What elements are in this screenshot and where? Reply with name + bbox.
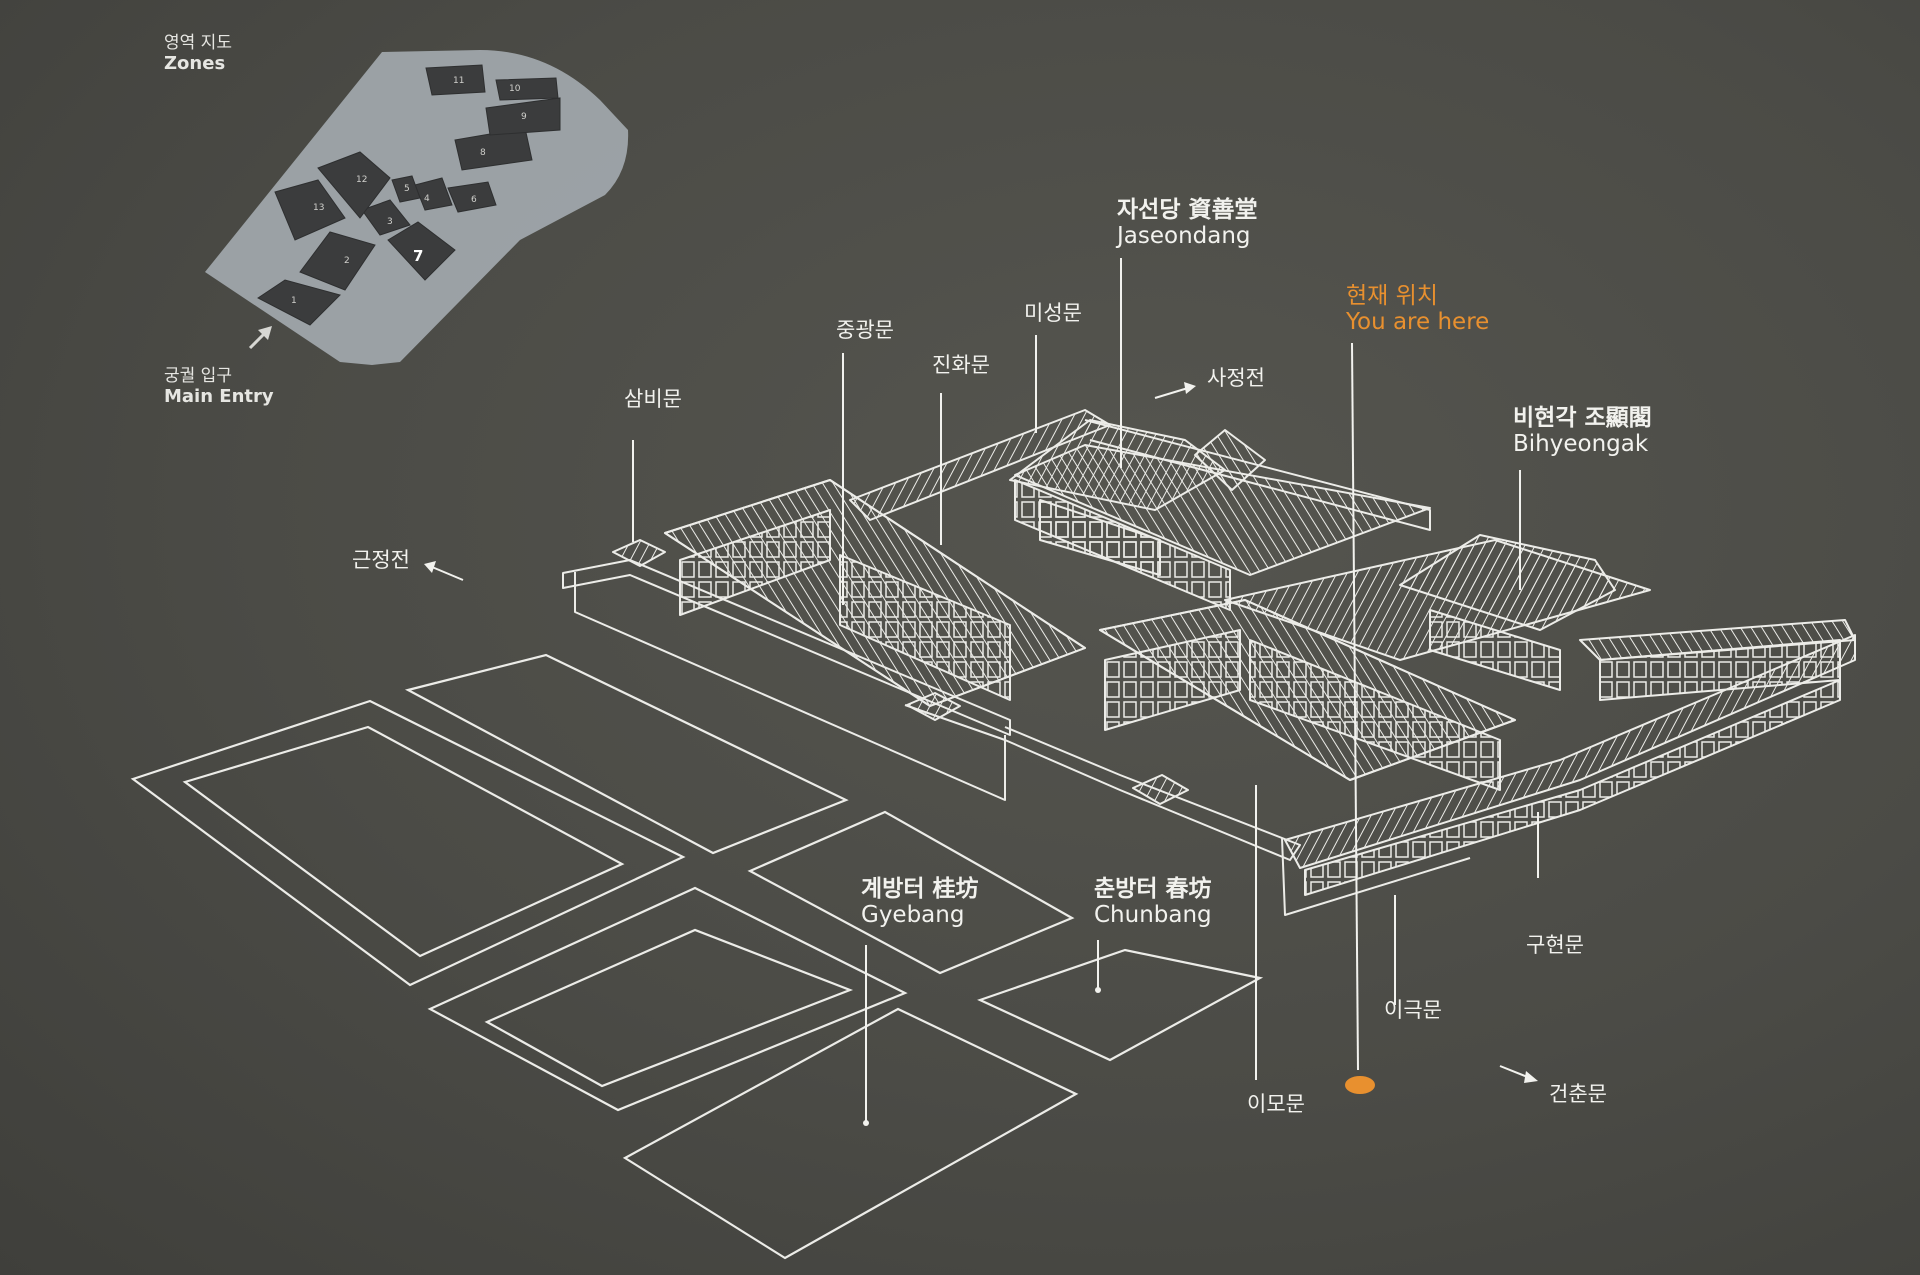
arrow-geonchunmun-icon [1499, 1065, 1538, 1083]
zone-number-9: 9 [521, 112, 527, 122]
label-miseongmun: 미성문 [1024, 301, 1082, 325]
you-are-here-marker [1345, 342, 1375, 1094]
zone-block-7 [387, 221, 456, 281]
zones-title-en: Zones [164, 52, 226, 74]
chunbang-en: Chunbang [1094, 902, 1212, 929]
courtyard-outlines [130, 653, 1264, 1260]
zone-number-2: 2 [344, 256, 350, 266]
courtyard-outline-3-inner [484, 928, 854, 1088]
label-you-are-here: 현재 위치 You are here [1346, 283, 1489, 336]
label-gyebang: 계방터 桂坊 Gyebang [861, 876, 979, 929]
arrow-geunjeongjeon-icon [424, 561, 464, 581]
courtyard-outline-1 [130, 699, 686, 987]
direction-arrows [424, 382, 1538, 1083]
label-jaseondang: 자선당 資善堂 Jaseondang [1117, 197, 1258, 250]
zone-block-10 [495, 77, 559, 101]
zone-block-6 [447, 181, 497, 213]
zone-number-3: 3 [387, 217, 393, 227]
zone-block-4 [414, 177, 453, 211]
building-jaseondang-compound [664, 409, 1431, 707]
zone-number-10: 10 [509, 84, 521, 94]
label-geonchunmun: 건춘문 [1549, 1082, 1607, 1106]
zones-title-ko: 영역 지도 [164, 33, 232, 53]
zones-plate [205, 50, 629, 365]
main-entry-label: 궁궐 입구 Main Entry [164, 366, 274, 407]
chunbang-ko: 춘방터 春坊 [1094, 876, 1212, 902]
zone-block-3 [361, 199, 411, 236]
zone-number-5: 5 [404, 184, 410, 194]
leader-dots [863, 987, 1101, 1126]
label-junggwangmun: 중광문 [836, 318, 894, 342]
label-sajeongjeon: 사정전 [1207, 366, 1265, 390]
courtyard-outline-4 [747, 810, 1075, 975]
label-sambimun: 삼비문 [624, 387, 682, 411]
leader-lines [632, 258, 1539, 1122]
gyebang-en: Gyebang [861, 902, 965, 929]
courtyard-outline-6 [622, 1007, 1079, 1260]
zone-block-13 [274, 179, 346, 241]
jaseondang-en: Jaseondang [1117, 223, 1251, 250]
gyebang-ko: 계방터 桂坊 [861, 876, 979, 902]
courtyard-outline-2 [404, 653, 849, 855]
main-entry-en: Main Entry [164, 385, 274, 407]
zone-number-12: 12 [356, 175, 368, 185]
bihyeongak-en: Bihyeongak [1513, 431, 1649, 458]
label-chunbang: 춘방터 春坊 Chunbang [1094, 876, 1212, 929]
zone-number-6: 6 [471, 195, 477, 205]
zone-block-9 [485, 97, 561, 136]
label-geunjeongjeon: 근정전 [352, 548, 410, 572]
zone-number-7: 7 [413, 247, 424, 265]
entry-arrow-icon [248, 326, 272, 350]
palace-complex [562, 409, 1856, 916]
zone-block-1 [257, 279, 341, 326]
main-entry-ko: 궁궐 입구 [164, 366, 232, 386]
label-igeukmun: 이극문 [1384, 998, 1442, 1022]
label-imomun: 이모문 [1247, 1092, 1305, 1116]
zone-block-5 [391, 175, 421, 203]
zone-block-2 [299, 231, 376, 291]
zone-number-1: 1 [291, 296, 297, 306]
zone-block-12 [317, 151, 391, 219]
courtyard-outline-3 [427, 886, 908, 1112]
gate-structures [612, 539, 1189, 805]
zone-blocks [257, 64, 561, 326]
you-are-here-dot [1345, 1076, 1375, 1094]
courtyard-outline-1-inner [182, 725, 625, 958]
courtyard-outline-5 [977, 948, 1264, 1062]
label-guhyeonmun: 구현문 [1526, 933, 1584, 957]
zone-block-11 [425, 64, 486, 96]
here-ko: 현재 위치 [1346, 283, 1438, 309]
zones-mini-map [205, 50, 629, 365]
zone-number-11: 11 [453, 76, 465, 86]
here-en: You are here [1346, 309, 1490, 336]
zone-number-4: 4 [424, 194, 430, 204]
bihyeongak-ko: 비현각 조顯閣 [1513, 405, 1652, 431]
outer-wall-front [904, 704, 1301, 861]
zone-number-13: 13 [313, 203, 325, 213]
zone-number-8: 8 [480, 148, 486, 158]
jaseondang-ko: 자선당 資善堂 [1117, 197, 1258, 223]
label-jinhwamun: 진화문 [932, 353, 990, 377]
zones-map-title: 영역 지도 Zones [164, 33, 232, 74]
label-bihyeongak: 비현각 조顯閣 Bihyeongak [1513, 405, 1652, 458]
arrow-sajeongjeon-icon [1154, 382, 1196, 399]
building-bihyeongak-compound [1099, 534, 1856, 916]
